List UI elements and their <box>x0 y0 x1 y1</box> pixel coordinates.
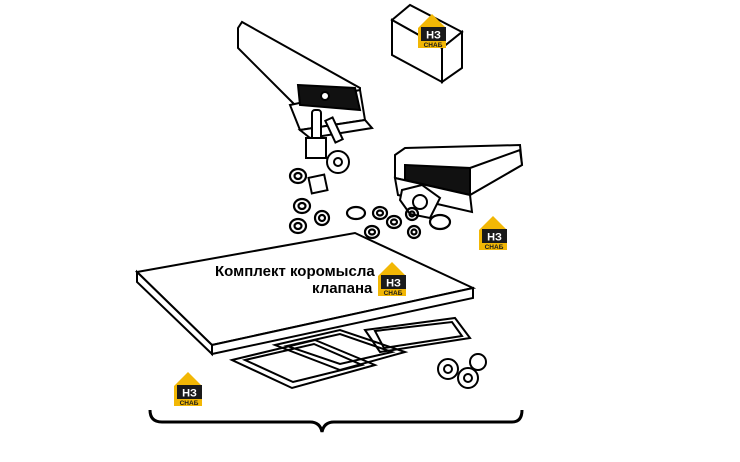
gasket-frames <box>228 316 487 390</box>
caption-line-2: клапана <box>312 280 373 297</box>
brace <box>148 409 524 433</box>
gasket-sheet <box>134 231 477 357</box>
rocker-shafts <box>305 109 350 195</box>
open-box-right <box>393 143 524 220</box>
logo-icon <box>479 216 507 251</box>
o-rings <box>288 167 452 240</box>
caption-line-1: Комплект коромысла <box>215 263 375 280</box>
logo-icon <box>174 372 202 407</box>
open-box-top <box>237 20 374 140</box>
